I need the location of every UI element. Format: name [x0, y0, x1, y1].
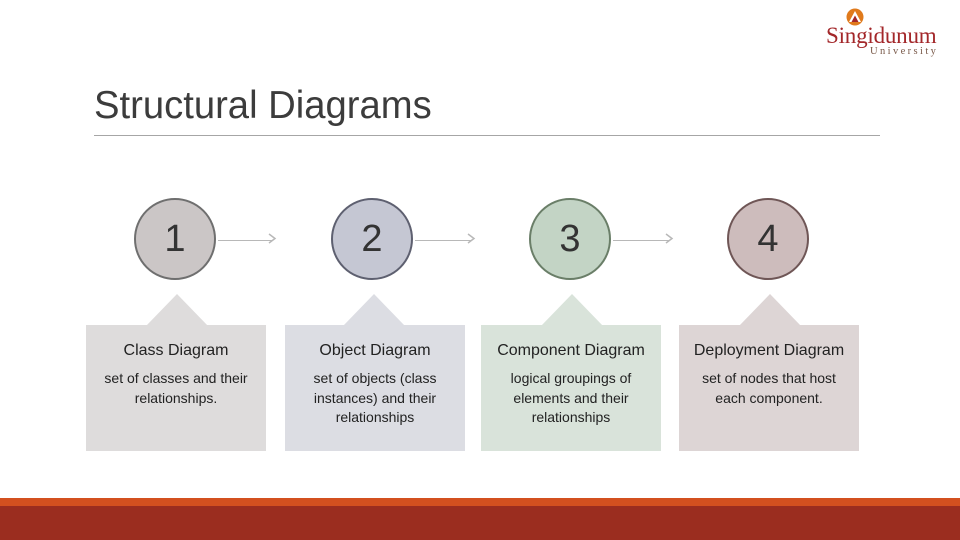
step-4-card: Deployment Diagram set of nodes that hos…	[679, 325, 859, 451]
step-1-title: Class Diagram	[123, 342, 229, 359]
logo-subtitle: University	[870, 46, 939, 57]
logo-name: Singidunum	[826, 23, 937, 48]
title-divider	[94, 135, 880, 136]
university-logo: Singidunum University	[822, 8, 950, 57]
step-4-pointer	[739, 294, 801, 326]
step-3-pointer	[541, 294, 603, 326]
step-1-pointer	[146, 294, 208, 326]
connector-line	[218, 240, 272, 241]
process-diagram: 1 2 3 4 Class Diagram set of classes and…	[86, 198, 859, 451]
step-1-number: 1	[134, 198, 216, 280]
step-2-pointer	[343, 294, 405, 326]
step-4-title: Deployment Diagram	[693, 342, 845, 359]
connector-line	[415, 240, 471, 241]
step-1-text: set of classes and their relationships.	[104, 370, 248, 406]
chevron-right-icon	[665, 233, 674, 244]
emblem-icon	[846, 8, 864, 26]
step-1-card: Class Diagram set of classes and their r…	[86, 325, 266, 451]
step-2-text: set of objects (class instances) and the…	[313, 370, 437, 425]
step-2-number: 2	[331, 198, 413, 280]
step-4-text: set of nodes that host each component.	[702, 370, 836, 406]
step-2-title: Object Diagram	[319, 342, 431, 359]
step-4-number: 4	[727, 198, 809, 280]
step-3-number: 3	[529, 198, 611, 280]
footer-accent-bar	[0, 498, 960, 506]
step-3-text: logical groupings of elements and their …	[510, 370, 632, 425]
chevron-right-icon	[268, 233, 277, 244]
footer-bar	[0, 506, 960, 540]
page-title: Structural Diagrams	[94, 84, 432, 127]
step-2-card: Object Diagram set of objects (class ins…	[285, 325, 465, 451]
step-3-title: Component Diagram	[497, 342, 645, 359]
step-3-card: Component Diagram logical groupings of e…	[481, 325, 661, 451]
connector-line	[613, 240, 669, 241]
chevron-right-icon	[467, 233, 476, 244]
